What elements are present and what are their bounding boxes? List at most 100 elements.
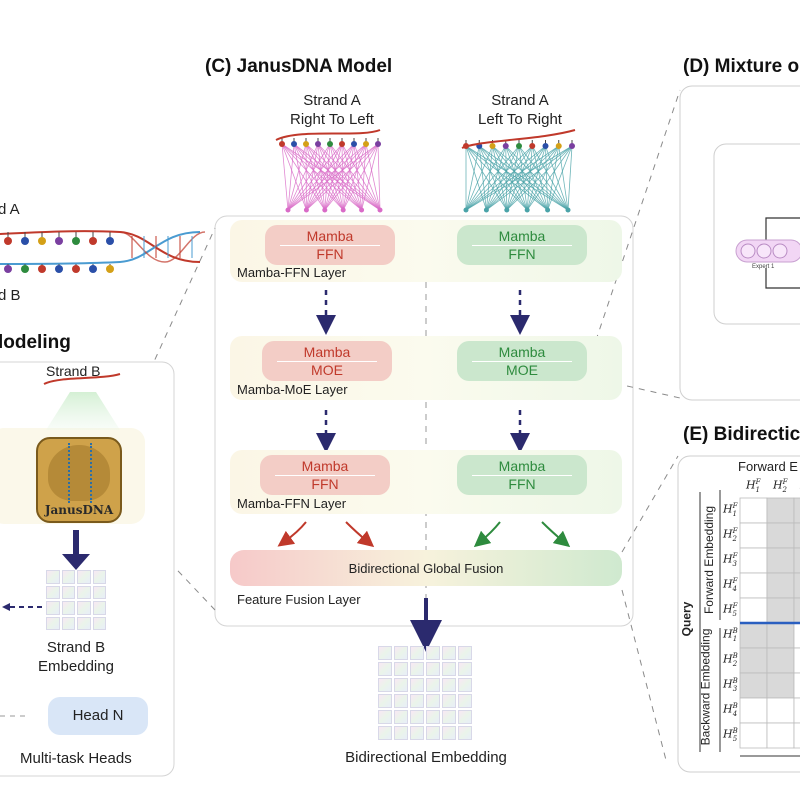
- embedding-cell: [410, 726, 424, 740]
- embedding-cell: [46, 585, 60, 599]
- embedding-cell: [410, 678, 424, 692]
- embedding-cell: [394, 726, 408, 740]
- embedding-cell: [458, 726, 472, 740]
- embedding-cell: [46, 616, 60, 630]
- embedding-cell: [442, 646, 456, 660]
- panel-e-title: (E) Bidirectic: [683, 424, 800, 445]
- embedding-cell: [61, 616, 75, 630]
- embedding-cell: [442, 710, 456, 724]
- forward-embedding-header: Forward E: [738, 459, 798, 474]
- embedding-cell: [426, 694, 440, 708]
- embedding-cell: [92, 616, 106, 630]
- embedding-cell: [46, 570, 60, 584]
- embedding-cell: [410, 646, 424, 660]
- embedding-cell: [458, 694, 472, 708]
- attention-axis-label: HB5: [723, 727, 738, 743]
- ltr-attention-lines: [463, 140, 575, 213]
- fusion-bar-label: Bidirectional Global Fusion: [348, 561, 504, 576]
- embedding-cell: [410, 710, 424, 724]
- embedding-cell: [92, 570, 106, 584]
- bidirectional-embedding-grid: [378, 646, 474, 742]
- embedding-cell: [458, 710, 472, 724]
- attention-axis-label: HF2: [723, 527, 738, 543]
- panel-d-title: (D) Mixture o: [683, 56, 800, 77]
- janusdna-logo: JanusDNA: [36, 437, 122, 523]
- embedding-cell: [92, 601, 106, 615]
- embedding-cell: [378, 726, 392, 740]
- embedding-cell: [394, 694, 408, 708]
- left-strand-a-label: d A: [0, 201, 20, 218]
- embedding-cell: [442, 726, 456, 740]
- embedding-cell: [458, 662, 472, 676]
- bidirectional-embedding-label: Bidirectional Embedding: [345, 749, 507, 766]
- attention-axis-label: HB4: [723, 702, 738, 718]
- embedding-cell: [458, 646, 472, 660]
- attention-axis-label: HF1: [723, 502, 738, 518]
- attention-axis-label: HF4: [723, 577, 738, 593]
- embedding-cell: [458, 678, 472, 692]
- embedding-cell: [77, 585, 91, 599]
- left-strand-b-label: d B: [0, 287, 21, 304]
- embedding-cell: [61, 585, 75, 599]
- embedding-cell: [394, 662, 408, 676]
- attention-axis-label: HB2: [723, 652, 738, 668]
- attention-axis-label: HF1: [746, 478, 761, 494]
- embedding-cell: [442, 662, 456, 676]
- embedding-cell: [61, 601, 75, 615]
- embedding-cell: [442, 694, 456, 708]
- attention-axis-label: HB1: [723, 627, 738, 643]
- attention-axis-label: HF2: [773, 478, 788, 494]
- query-label: Query: [679, 601, 694, 637]
- layer3-label: Mamba-FFN Layer: [237, 496, 347, 511]
- embedding-cell: [394, 710, 408, 724]
- embedding-cell: [46, 601, 60, 615]
- embedding-cell: [442, 678, 456, 692]
- feature-fusion-label: Feature Fusion Layer: [237, 592, 361, 607]
- attention-axis-label: HF5: [723, 602, 738, 618]
- embedding-cell: [61, 570, 75, 584]
- embedding-cell: [410, 662, 424, 676]
- embedding-cell: [426, 710, 440, 724]
- embedding-cell: [426, 646, 440, 660]
- strand-b-embedding-grid: [46, 570, 108, 632]
- panel-c-title: (C) JanusDNA Model: [205, 56, 393, 77]
- head-n-label: Head N: [72, 707, 124, 724]
- layer2-label: Mamba-MoE Layer: [237, 382, 348, 397]
- embedding-cell: [378, 646, 392, 660]
- panel-b-title: lodeling: [0, 332, 71, 353]
- embedding-cell: [378, 678, 392, 692]
- rtl-attention-lines: [279, 138, 383, 213]
- forward-embedding-axis: Forward Embedding: [702, 505, 717, 615]
- backward-embedding-axis: Backward Embedding: [698, 628, 713, 746]
- embedding-cell: [378, 694, 392, 708]
- embedding-cell: [426, 726, 440, 740]
- embedding-cell: [426, 678, 440, 692]
- attention-axis-label: HB3: [723, 677, 738, 693]
- strand-b-label: Strand B: [46, 363, 101, 379]
- embedding-cell: [92, 585, 106, 599]
- strand-rtl-curve: [275, 129, 381, 141]
- embedding-cell: [394, 646, 408, 660]
- embedding-cell: [77, 601, 91, 615]
- embedding-cell: [378, 662, 392, 676]
- embedding-cell: [77, 570, 91, 584]
- embedding-cell: [77, 616, 91, 630]
- embedding-cell: [426, 662, 440, 676]
- layer1-label: Mamba-FFN Layer: [237, 265, 347, 280]
- strand-ltr-curve: [461, 129, 576, 149]
- expert-label: Expert 1: [752, 264, 775, 270]
- fusion-bar: [230, 550, 622, 586]
- embedding-cell: [378, 710, 392, 724]
- attention-axis-label: HF3: [723, 552, 738, 568]
- embedding-cell: [410, 694, 424, 708]
